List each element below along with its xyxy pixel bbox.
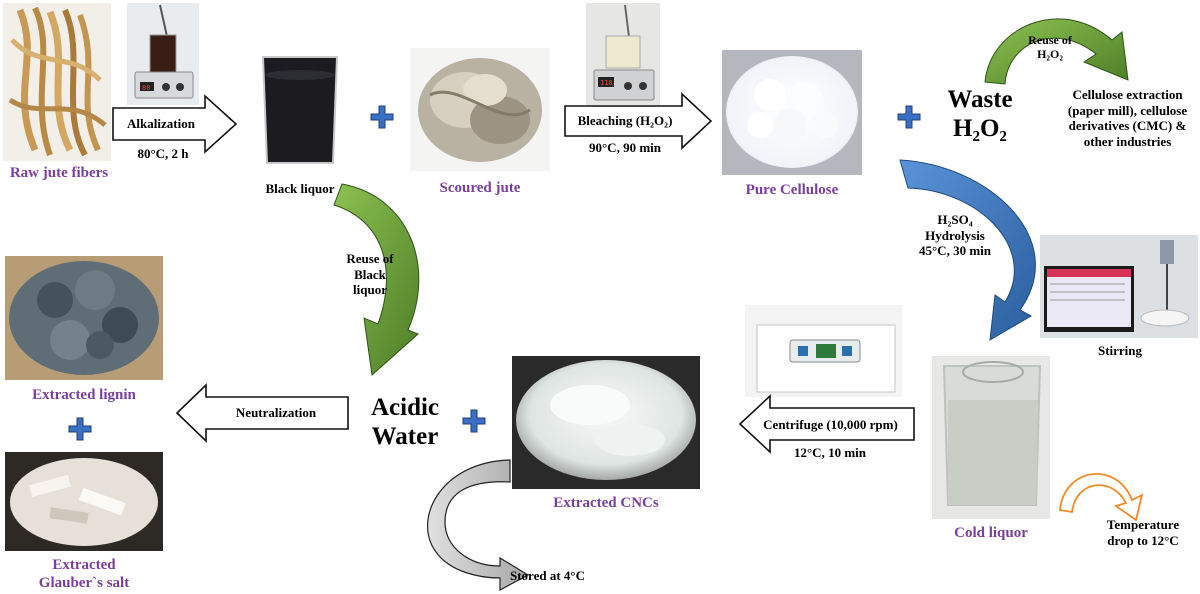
scoured-jute-photo bbox=[410, 48, 550, 171]
hydrolysis-line1: H₂SO₄ bbox=[937, 212, 973, 227]
glauber-line2: Glauber`s salt bbox=[38, 575, 130, 591]
acidic-line2: Water bbox=[371, 422, 439, 450]
bleaching-arrow bbox=[564, 92, 713, 150]
scoured-jute-label: Scoured jute bbox=[439, 180, 521, 196]
neutralization-arrow bbox=[175, 383, 349, 443]
pure-cellulose-photo bbox=[722, 50, 862, 175]
glauber-line1: Extracted bbox=[52, 557, 116, 573]
bleaching-label: Bleaching (H₂O₂) bbox=[577, 113, 673, 128]
acidic-line1: Acidic bbox=[370, 394, 440, 421]
hydrolysis-line3: 45°C, 30 min bbox=[918, 243, 991, 259]
reuse-h2o2-label: Reuse of H₂O₂ bbox=[1015, 33, 1085, 62]
stored-arrow bbox=[427, 459, 530, 592]
alkalization-conditions: 80°C, 2 h bbox=[137, 146, 189, 161]
reuse-black-liquor-label: Reuse of Black liquor bbox=[330, 251, 410, 298]
stirring-photo bbox=[1040, 235, 1198, 338]
glauber-salt-label: Extracted Glauber`s salt bbox=[5, 556, 163, 592]
waste-h2o2-label: Waste H₂O₂ bbox=[930, 86, 1030, 144]
temp-drop-line1: Temperature bbox=[1106, 517, 1180, 532]
temperature-drop-label: Temperature drop to 12°C bbox=[1088, 517, 1198, 548]
uses-line3: derivatives (CMC) & bbox=[1068, 118, 1187, 134]
plus-icon bbox=[68, 417, 92, 441]
centrifuge-arrow bbox=[738, 394, 915, 454]
neutralization-label: Neutralization bbox=[235, 405, 317, 420]
extracted-lignin-photo bbox=[5, 256, 163, 380]
reuse-black-line2: Black bbox=[354, 266, 386, 282]
black-liquor-photo bbox=[250, 50, 350, 172]
temperature-drop-arrow bbox=[1059, 473, 1144, 522]
plus-icon bbox=[462, 409, 486, 433]
reuse-h2o2-line2: H₂O₂ bbox=[1037, 47, 1063, 62]
hydrolysis-label: H₂SO₄ Hydrolysis 45°C, 30 min bbox=[910, 212, 1000, 259]
pure-cellulose-label: Pure Cellulose bbox=[745, 182, 839, 198]
centrifuge-photo bbox=[745, 305, 902, 397]
hotplate-bleaching-photo: 110 bbox=[586, 3, 660, 105]
hotplate-alkalization-photo: 80 bbox=[127, 3, 199, 105]
stirring-label: Stirring bbox=[1097, 343, 1143, 358]
acidic-water-label: Acidic Water bbox=[350, 394, 460, 452]
plus-icon bbox=[370, 105, 394, 129]
reuse-black-line1: Reuse of bbox=[346, 251, 394, 266]
cold-liquor-photo bbox=[932, 356, 1050, 519]
glauber-salt-photo bbox=[5, 452, 163, 551]
svg-text:80: 80 bbox=[142, 84, 150, 92]
waste-h2o2-line1: Waste bbox=[947, 86, 1013, 113]
extracted-cncs-photo bbox=[512, 356, 700, 489]
raw-jute-photo bbox=[3, 3, 111, 161]
alkalization-arrow bbox=[112, 94, 238, 154]
centrifuge-label: Centrifuge (10,000 rpm) bbox=[763, 417, 898, 432]
plus-icon bbox=[897, 105, 921, 129]
hydrolysis-line2: Hydrolysis bbox=[925, 227, 985, 243]
cellulose-uses-label: Cellulose extraction (paper mill), cellu… bbox=[1055, 87, 1200, 149]
waste-h2o2-line2: H₂O₂ bbox=[953, 114, 1007, 142]
black-liquor-label: Black liquor bbox=[265, 181, 335, 196]
centrifuge-conditions: 12°C, 10 min bbox=[793, 445, 866, 460]
stored-label: Stored at 4°C bbox=[510, 568, 586, 583]
svg-text:110: 110 bbox=[600, 79, 613, 87]
uses-line2: (paper mill), cellulose bbox=[1067, 102, 1188, 118]
reuse-black-liquor-arrow bbox=[333, 183, 420, 376]
alkalization-label: Alkalization bbox=[127, 116, 195, 131]
uses-line1: Cellulose extraction bbox=[1072, 87, 1183, 102]
reuse-h2o2-arrow bbox=[984, 18, 1129, 85]
uses-line4: other industries bbox=[1083, 133, 1172, 149]
extracted-cncs-label: Extracted CNCs bbox=[553, 495, 659, 511]
reuse-black-line3: liquor bbox=[353, 282, 387, 298]
temp-drop-line2: drop to 12°C bbox=[1107, 532, 1179, 548]
reuse-h2o2-line1: Reuse of bbox=[1028, 33, 1072, 47]
hydrolysis-arrow bbox=[899, 159, 1036, 341]
extracted-lignin-label: Extracted lignin bbox=[32, 387, 136, 403]
raw-jute-label: Raw jute fibers bbox=[9, 165, 109, 181]
bleaching-conditions: 90°C, 90 min bbox=[588, 140, 661, 155]
cold-liquor-label: Cold liquor bbox=[954, 525, 1028, 541]
